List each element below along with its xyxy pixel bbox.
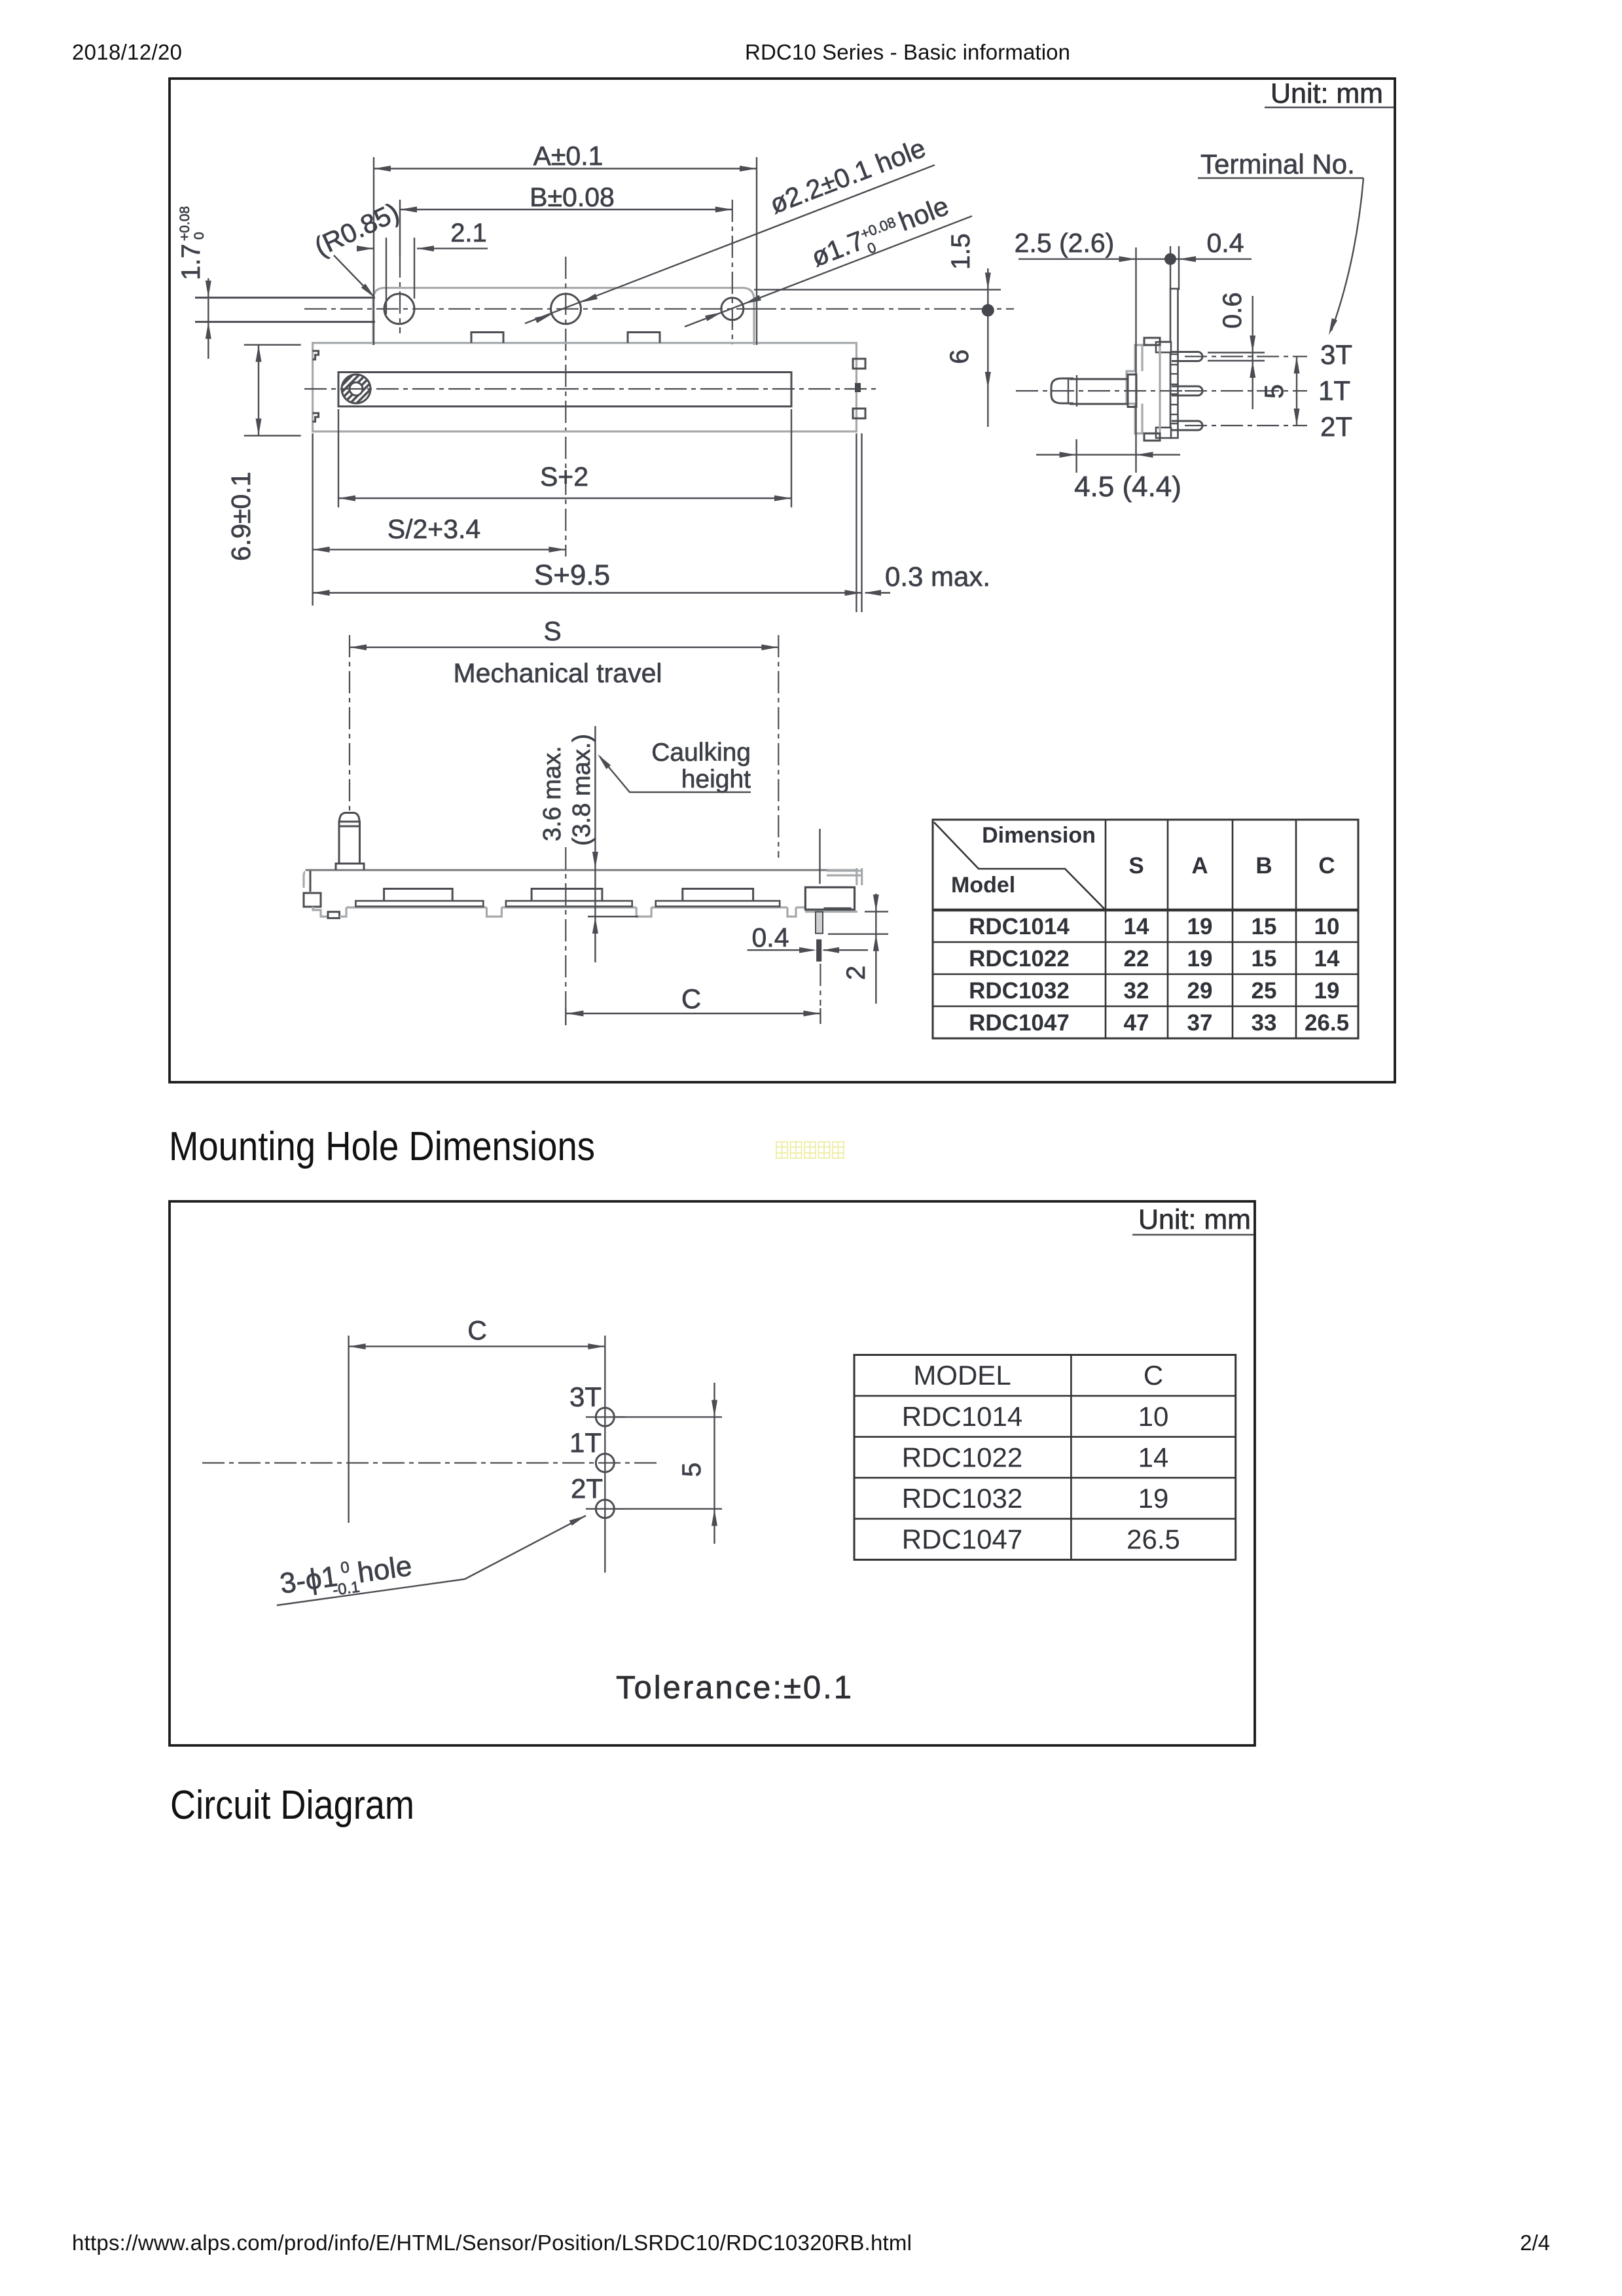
svg-text:19: 19 [1138,1483,1169,1514]
svg-text:Model: Model [951,873,1015,898]
svg-text:RDC1032: RDC1032 [902,1483,1022,1514]
svg-text:0: 0 [192,232,207,240]
svg-text:0.6: 0.6 [1218,292,1247,329]
svg-text:1T: 1T [1318,375,1350,406]
svg-text:29: 29 [1187,978,1213,1004]
svg-text:2018/12/20: 2018/12/20 [72,40,182,64]
svg-text:4.5 (4.4): 4.5 (4.4) [1074,471,1181,503]
svg-text:Circuit Diagram: Circuit Diagram [170,1783,414,1828]
svg-text:5: 5 [1260,384,1289,399]
svg-text:A±0.1: A±0.1 [533,141,604,171]
svg-text:Unit: mm: Unit: mm [1138,1204,1251,1235]
svg-text:10: 10 [1314,914,1340,939]
svg-text:S/2+3.4: S/2+3.4 [387,514,480,544]
svg-text:10: 10 [1138,1401,1169,1432]
svg-text:A: A [1191,853,1208,879]
svg-text:Mechanical travel: Mechanical travel [453,658,662,688]
svg-text:height: height [681,765,751,793]
svg-text:RDC1022: RDC1022 [902,1442,1022,1473]
svg-text:Dimension: Dimension [982,823,1096,848]
svg-text:15: 15 [1252,914,1277,939]
svg-text:RDC1014: RDC1014 [969,914,1070,939]
svg-text:RDC1047: RDC1047 [969,1010,1070,1036]
svg-text:Terminal No.: Terminal No. [1200,149,1355,179]
svg-text:C: C [467,1315,487,1345]
svg-text:14: 14 [1124,914,1149,939]
svg-text:3T: 3T [1320,339,1352,370]
svg-text:0.4: 0.4 [1207,228,1244,258]
svg-text:5: 5 [677,1463,706,1477]
svg-text:B±0.08: B±0.08 [530,182,615,212]
svg-text:Caulking: Caulking [651,738,751,767]
svg-text:19: 19 [1187,946,1213,972]
svg-text:Mounting Hole Dimensions: Mounting Hole Dimensions [169,1124,595,1169]
svg-text:47: 47 [1124,1010,1149,1036]
svg-text:19: 19 [1187,914,1213,939]
svg-text:Unit: mm: Unit: mm [1271,78,1383,109]
svg-text:1T: 1T [569,1427,602,1458]
svg-text:0.4: 0.4 [752,922,789,953]
svg-text:RDC10 Series - Basic informati: RDC10 Series - Basic information [745,40,1070,64]
svg-text:RDC1047: RDC1047 [902,1524,1022,1555]
svg-text:26.5: 26.5 [1305,1010,1349,1036]
svg-text:C: C [1144,1360,1163,1391]
svg-text:C: C [1318,853,1335,879]
svg-text:S+2: S+2 [540,462,588,492]
svg-text:2.5 (2.6): 2.5 (2.6) [1015,228,1115,258]
svg-text:19: 19 [1314,978,1340,1004]
svg-text:33: 33 [1252,1010,1277,1036]
svg-text:S: S [543,616,561,646]
svg-text:37: 37 [1187,1010,1213,1036]
svg-text:https://www.alps.com/prod/info: https://www.alps.com/prod/info/E/HTML/Se… [72,2231,912,2255]
svg-text:RDC1032: RDC1032 [969,978,1070,1004]
svg-text:15: 15 [1252,946,1277,972]
svg-text:2T: 2T [1320,411,1352,442]
svg-text:1.5: 1.5 [946,233,975,270]
svg-text:2T: 2T [571,1473,603,1504]
svg-text:32: 32 [1124,978,1149,1004]
svg-text:6.9±0.1: 6.9±0.1 [226,472,256,562]
svg-text:RDC1022: RDC1022 [969,946,1070,972]
svg-text:MODEL: MODEL [913,1360,1011,1391]
svg-text:S+9.5: S+9.5 [534,559,610,591]
svg-text:2: 2 [842,966,871,980]
svg-text:3.6 max.: 3.6 max. [539,746,566,841]
svg-text:+0.08: +0.08 [177,206,192,241]
svg-text:14: 14 [1314,946,1340,972]
svg-text:2/4: 2/4 [1520,2231,1550,2255]
svg-text:1.7: 1.7 [177,244,206,280]
svg-text:0.3 max.: 0.3 max. [885,561,990,592]
svg-text:B: B [1255,853,1272,879]
svg-text:2.1: 2.1 [450,219,487,247]
svg-text:26.5: 26.5 [1126,1524,1180,1555]
svg-text:22: 22 [1124,946,1149,972]
svg-text:(3.8 max.): (3.8 max.) [568,734,596,846]
svg-text:RDC1014: RDC1014 [902,1401,1022,1432]
svg-text:S: S [1128,853,1144,879]
svg-text:25: 25 [1252,978,1277,1004]
svg-text:C: C [681,983,701,1014]
svg-text:14: 14 [1138,1442,1169,1473]
svg-text:3T: 3T [569,1381,602,1412]
svg-text:6: 6 [945,350,974,364]
